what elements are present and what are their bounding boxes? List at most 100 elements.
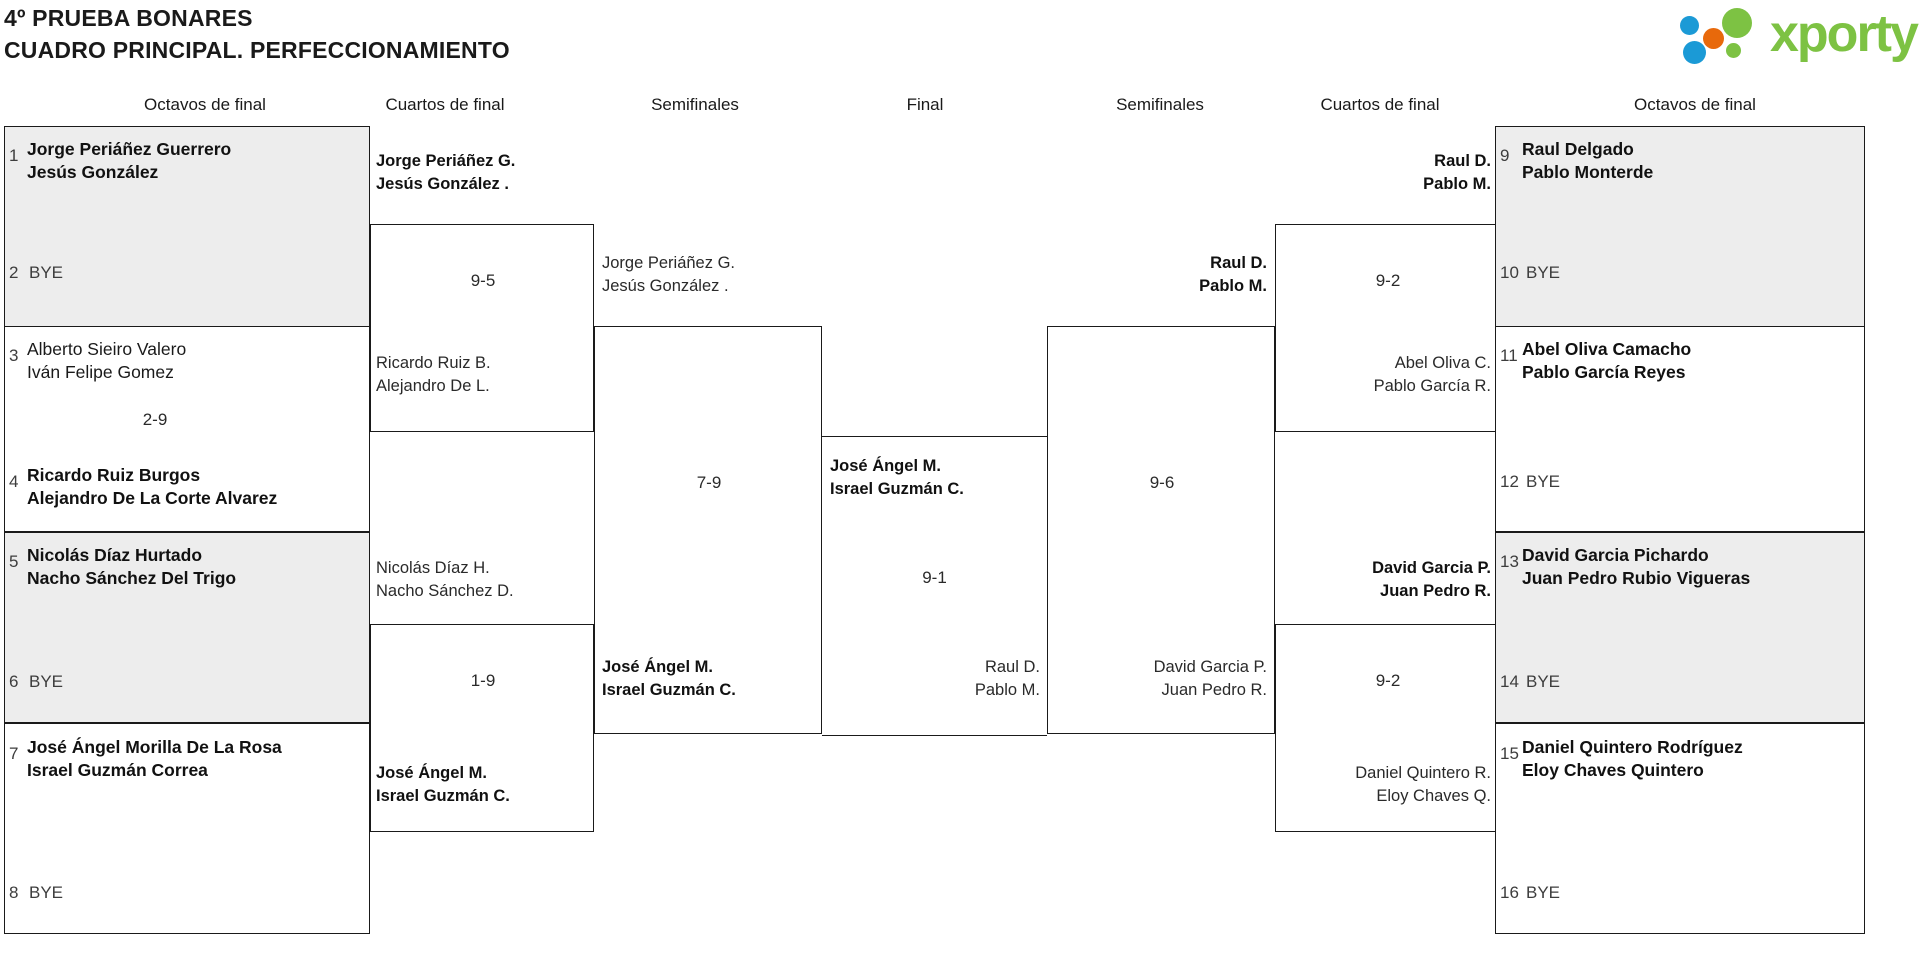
seed-names-3: Alberto Sieiro Valero Iván Felipe Gomez [27, 338, 186, 384]
seed-name-9a: Raul Delgado [1522, 139, 1634, 159]
qf-name-right-2b: Pablo García R. [1373, 377, 1491, 395]
qf-box-right-top[interactable]: 9-2 [1275, 224, 1499, 432]
seed-names-9: Raul Delgado Pablo Monterde [1522, 138, 1653, 184]
seed-name-11b: Pablo García Reyes [1522, 362, 1686, 382]
qf-name-right-4b: Eloy Chaves Q. [1376, 787, 1491, 805]
round-header-right-qf: Cuartos de final [1320, 95, 1440, 114]
seed-number-1: 1 [9, 146, 19, 165]
round-header-left-qf: Cuartos de final [385, 95, 505, 114]
qf-name-left-1: Jorge Periáñez G. Jesús González . [376, 150, 515, 196]
title-line-1: 4º PRUEBA BONARES [4, 5, 253, 31]
sf-name-right-1: Raul D. Pablo M. [1035, 252, 1267, 298]
sf-name-right-2b: Juan Pedro R. [1161, 681, 1267, 699]
seed-group-15-16[interactable]: 15 Daniel Quintero Rodríguez Eloy Chaves… [1495, 723, 1865, 934]
seed-name-7a: José Ángel Morilla De La Rosa [27, 737, 282, 757]
round-header-final: Final [906, 95, 944, 114]
sf-box-right[interactable]: 9-6 [1047, 326, 1275, 734]
seed-number-3: 3 [9, 346, 19, 365]
seed-number-5: 5 [9, 552, 19, 571]
round-header-right-r16: Octavos de final [1634, 95, 1756, 114]
logo-dot-green-small-icon [1726, 43, 1741, 58]
qf-name-right-3a: David Garcia P. [1372, 559, 1491, 577]
seed-group-7-8[interactable]: 7 José Ángel Morilla De La Rosa Israel G… [4, 723, 370, 934]
xporty-logo: xporty [1678, 5, 1919, 66]
sf-box-left[interactable]: 7-9 [594, 326, 822, 734]
seed-name-5a: Nicolás Díaz Hurtado [27, 545, 203, 565]
seed-name-15b: Eloy Chaves Quintero [1522, 760, 1704, 780]
sf-name-right-1b: Pablo M. [1199, 277, 1267, 295]
seed-names-11: Abel Oliva Camacho Pablo García Reyes [1522, 338, 1691, 384]
final-box[interactable]: 9-1 [822, 436, 1047, 736]
score-final: 9-1 [922, 568, 947, 587]
qf-name-right-1b: Pablo M. [1423, 175, 1491, 193]
qf-name-left-3a: Nicolás Díaz H. [376, 559, 490, 577]
round-header-left-sf: Semifinales [651, 95, 739, 114]
seed-group-5-6[interactable]: 5 Nicolás Díaz Hurtado Nacho Sánchez Del… [4, 532, 370, 723]
seed-number-10: 10 [1500, 263, 1519, 282]
qf-name-right-4: Daniel Quintero R. Eloy Chaves Q. [1263, 762, 1491, 808]
final-name-bottom-b: Pablo M. [974, 681, 1040, 699]
seed-bye-10: BYE [1526, 263, 1561, 282]
seed-group-11-12[interactable]: 11 Abel Oliva Camacho Pablo García Reyes… [1495, 326, 1865, 532]
qf-name-left-3b: Nacho Sánchez D. [376, 582, 514, 600]
logo-dot-green-large-icon [1722, 8, 1752, 38]
score-r16-match2: 2-9 [142, 410, 168, 429]
seed-names-5: Nicolás Díaz Hurtado Nacho Sánchez Del T… [27, 544, 236, 590]
score-qf-right-bottom: 9-2 [1375, 671, 1401, 690]
final-name-top-a: José Ángel M. [830, 457, 941, 475]
qf-name-right-1: Raul D. Pablo M. [1263, 150, 1491, 196]
seed-number-4: 4 [9, 472, 19, 491]
seed-bye-6: BYE [29, 672, 64, 691]
seed-number-15: 15 [1500, 744, 1519, 763]
score-qf-left-bottom: 1-9 [470, 671, 496, 690]
logo-wordmark: xporty [1770, 5, 1919, 63]
sf-name-left-2: José Ángel M. Israel Guzmán C. [602, 656, 736, 702]
sf-name-left-1b: Jesús González . [602, 277, 729, 295]
qf-name-left-4a: José Ángel M. [376, 764, 487, 782]
qf-name-left-1b: Jesús González . [376, 175, 509, 193]
seed-group-13-14[interactable]: 13 David Garcia Pichardo Juan Pedro Rubi… [1495, 532, 1865, 723]
qf-name-left-4: José Ángel M. Israel Guzmán C. [376, 762, 510, 808]
seed-names-13: David Garcia Pichardo Juan Pedro Rubio V… [1522, 544, 1750, 590]
sf-name-left-1a: Jorge Periáñez G. [602, 254, 735, 272]
final-name-bottom-a: Raul D. [984, 658, 1040, 676]
seed-number-8: 8 [9, 883, 19, 902]
logo-dot-orange-icon [1703, 28, 1724, 49]
seed-bye-12: BYE [1526, 472, 1561, 491]
qf-box-left-bottom[interactable]: 1-9 [370, 624, 594, 832]
qf-name-right-2: Abel Oliva C. Pablo García R. [1263, 352, 1491, 398]
sf-name-left-1: Jorge Periáñez G. Jesús González . [602, 252, 735, 298]
qf-name-right-3: David Garcia P. Juan Pedro R. [1263, 557, 1491, 603]
qf-name-right-1a: Raul D. [1434, 152, 1491, 170]
seed-name-4b: Alejandro De La Corte Alvarez [27, 488, 278, 508]
seed-bye-16: BYE [1526, 883, 1561, 902]
qf-name-left-4b: Israel Guzmán C. [376, 787, 510, 805]
qf-box-left-top[interactable]: 9-5 [370, 224, 594, 432]
qf-box-right-bottom[interactable]: 9-2 [1275, 624, 1499, 832]
score-qf-right-top: 9-2 [1375, 271, 1401, 290]
seed-name-1b: Jesús González [27, 162, 159, 182]
seed-number-9: 9 [1500, 146, 1510, 165]
page-title: 4º PRUEBA BONARES CUADRO PRINCIPAL. PERF… [4, 2, 510, 66]
score-qf-left-top: 9-5 [470, 271, 496, 290]
seed-names-4: Ricardo Ruiz Burgos Alejandro De La Cort… [27, 464, 277, 510]
seed-name-7b: Israel Guzmán Correa [27, 760, 208, 780]
seed-name-15a: Daniel Quintero Rodríguez [1522, 737, 1743, 757]
score-sf-right: 9-6 [1149, 473, 1175, 492]
final-name-bottom: Raul D. Pablo M. [800, 656, 1040, 702]
qf-name-right-2a: Abel Oliva C. [1394, 354, 1491, 372]
seed-bye-8: BYE [29, 883, 64, 902]
seed-name-1a: Jorge Periáñez Guerrero [27, 139, 232, 159]
seed-number-13: 13 [1500, 552, 1519, 571]
seed-name-3b: Iván Felipe Gomez [27, 362, 174, 382]
seed-name-5b: Nacho Sánchez Del Trigo [27, 568, 237, 588]
seed-bye-2: BYE [29, 263, 64, 282]
score-sf-left: 7-9 [696, 473, 722, 492]
qf-name-left-2: Ricardo Ruiz B. Alejandro De L. [376, 352, 491, 398]
round-header-left-r16: Octavos de final [144, 95, 266, 114]
seed-group-3-4[interactable]: 3 Alberto Sieiro Valero Iván Felipe Gome… [4, 326, 370, 532]
qf-name-left-2a: Ricardo Ruiz B. [376, 354, 491, 372]
qf-name-right-4a: Daniel Quintero R. [1355, 764, 1491, 782]
seed-names-15: Daniel Quintero Rodríguez Eloy Chaves Qu… [1522, 736, 1743, 782]
